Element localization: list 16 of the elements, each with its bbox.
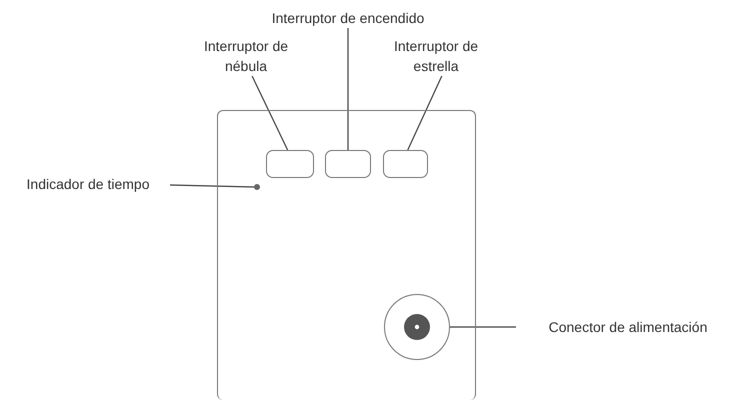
callout-label: Conector de alimentación (516, 317, 740, 337)
switch-button (383, 150, 428, 178)
callout-label: Interruptor de nébula (185, 36, 307, 76)
switch-button (266, 150, 314, 178)
callout-label: Indicador de tiempo (6, 174, 170, 194)
indicator-light (254, 184, 260, 190)
leader-line (450, 326, 516, 328)
power-connector (384, 294, 450, 360)
leader-line (170, 184, 254, 188)
device-body (217, 110, 476, 400)
leader-line (347, 28, 349, 150)
switch-button (325, 150, 371, 178)
callout-label: Interruptor de estrella (378, 36, 494, 76)
leader-line (407, 76, 442, 150)
callout-label: Interruptor de encendido (255, 8, 441, 28)
leader-line (252, 76, 288, 150)
